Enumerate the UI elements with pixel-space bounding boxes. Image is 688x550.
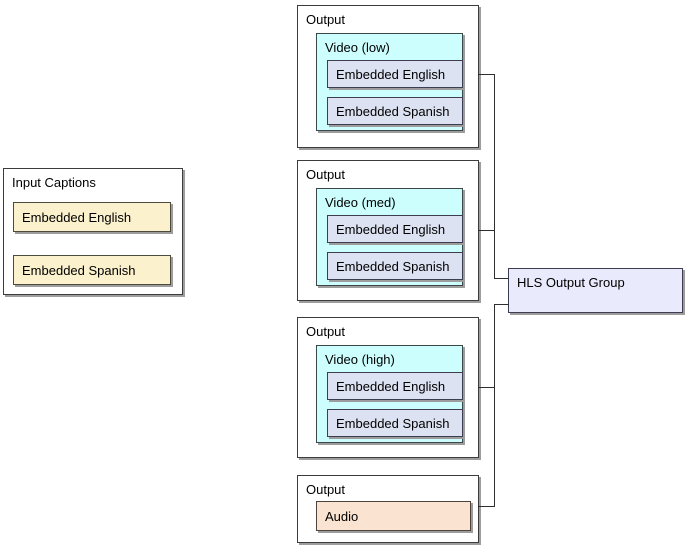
output-label: Output [306, 167, 346, 182]
connector-output-high-stub [478, 387, 495, 388]
hls-output-group-box: HLS Output Group [508, 268, 683, 313]
connector-upper-trunk [494, 74, 495, 279]
caption-track-english-med: Embedded English [327, 215, 463, 243]
output-box-video-low: Output Video (low) Embedded English Embe… [297, 5, 479, 148]
caption-track-spanish-high: Embedded Spanish [327, 409, 463, 437]
connector-lower-to-hls [494, 304, 509, 305]
video-med-label: Video (med) [325, 195, 396, 210]
video-low-label: Video (low) [325, 40, 390, 55]
audio-track: Audio [316, 501, 471, 531]
video-low-box: Video (low) Embedded English Embedded Sp… [316, 33, 463, 131]
video-high-box: Video (high) Embedded English Embedded S… [316, 345, 463, 443]
connector-lower-trunk [494, 304, 495, 507]
connector-output-med-stub [478, 230, 495, 231]
output-label: Output [306, 482, 346, 497]
hls-output-group-label: HLS Output Group [517, 275, 625, 290]
caption-track-spanish-low: Embedded Spanish [327, 97, 463, 125]
caption-track-spanish-med: Embedded Spanish [327, 252, 463, 280]
connector-output-audio-stub [478, 506, 495, 507]
input-captions-title: Input Captions [12, 175, 96, 190]
connector-output-low-stub [478, 74, 495, 75]
output-box-video-high: Output Video (high) Embedded English Emb… [297, 317, 479, 458]
output-box-video-med: Output Video (med) Embedded English Embe… [297, 160, 479, 301]
video-med-box: Video (med) Embedded English Embedded Sp… [316, 188, 463, 286]
video-high-label: Video (high) [325, 352, 395, 367]
input-caption-embedded-english: Embedded English [13, 202, 171, 232]
caption-track-english-low: Embedded English [327, 60, 463, 88]
output-box-audio: Output Audio [297, 475, 479, 543]
output-label: Output [306, 12, 346, 27]
input-captions-box: Input Captions Embedded English Embedded… [3, 168, 183, 295]
caption-track-english-high: Embedded English [327, 372, 463, 400]
input-caption-embedded-spanish: Embedded Spanish [13, 255, 171, 285]
output-label: Output [306, 324, 346, 339]
connector-upper-to-hls [494, 278, 509, 279]
